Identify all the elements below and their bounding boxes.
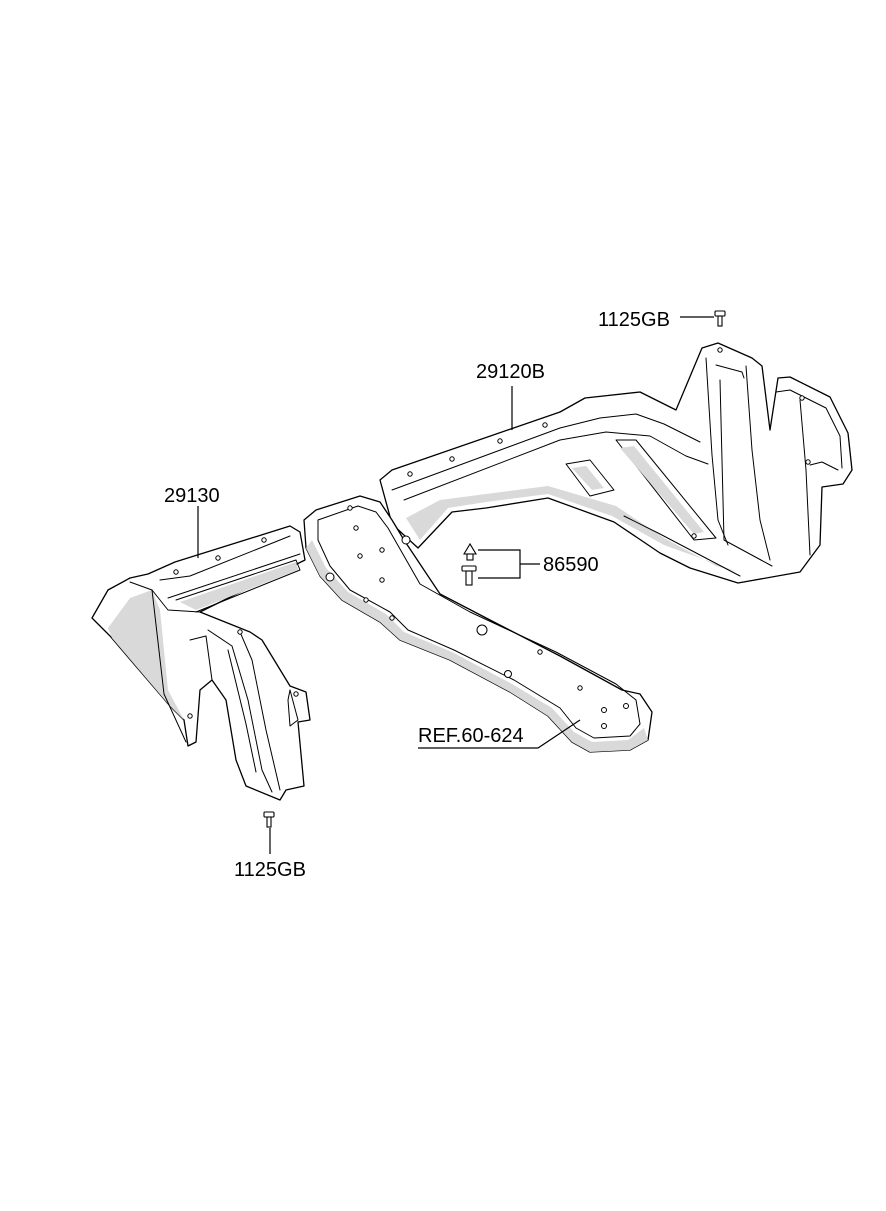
callout-cover-left: 29130 <box>164 485 220 507</box>
callout-bolt-bottom: 1125GB <box>234 859 306 881</box>
centre-brace-reference <box>303 495 653 753</box>
leader-lines <box>197 316 714 854</box>
clip-upper-icon <box>463 542 477 561</box>
callout-clip: 86590 <box>543 554 599 576</box>
leader-reference <box>418 719 581 749</box>
leader-clip <box>478 549 521 579</box>
clip-lower-icon <box>461 565 477 586</box>
under-cover-right <box>379 342 853 584</box>
bolt-top-icon <box>714 310 726 327</box>
callout-bolt-top: 1125GB <box>598 309 670 331</box>
bolt-bottom-icon <box>263 811 275 828</box>
callout-cover-right: 29120B <box>476 361 545 383</box>
callout-reference: REF.60-624 <box>418 725 524 747</box>
under-cover-left <box>91 525 311 801</box>
